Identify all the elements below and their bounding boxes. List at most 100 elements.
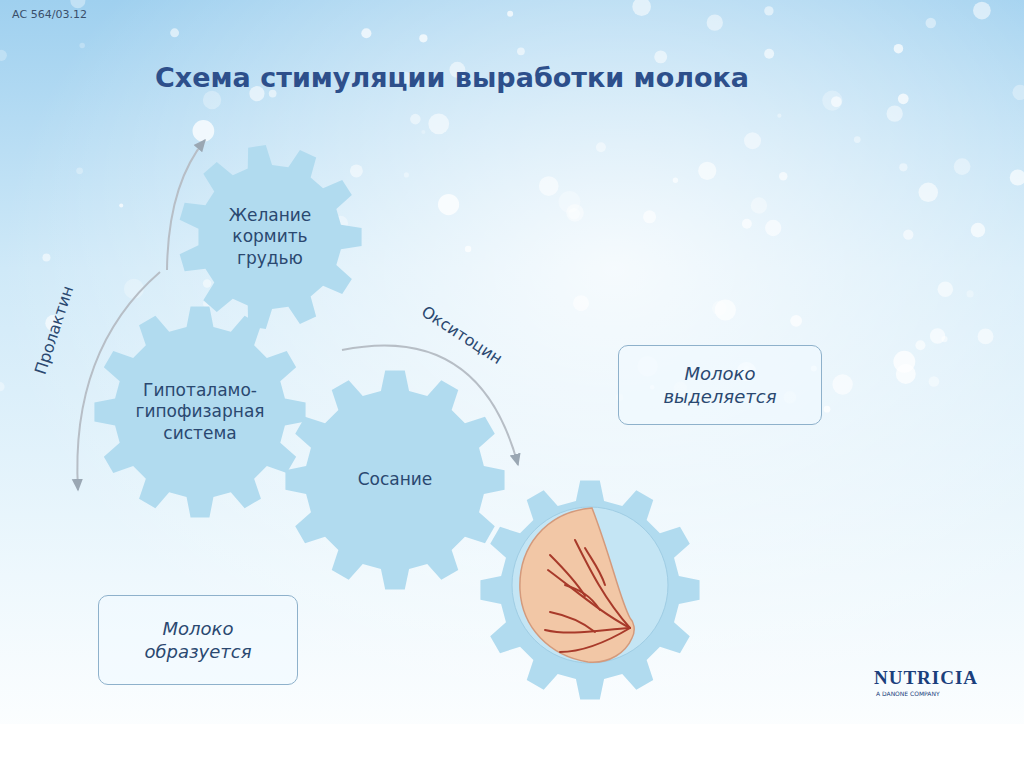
bokeh-dot [973,2,991,20]
bokeh-dot [438,194,459,215]
bokeh-dot [643,210,656,223]
breast-disc [512,507,668,663]
bokeh-dot [596,142,606,152]
bokeh-dot [978,328,994,344]
bokeh-dot [419,34,427,42]
bokeh-dot [898,93,909,104]
bokeh-dot [76,167,83,174]
node-text: Желание кормить грудью [204,205,336,269]
bokeh-dot [929,376,940,387]
bokeh-dot [517,47,525,55]
brand-logo: NUTRICIA [874,667,978,689]
bokeh-dot [886,105,902,121]
bokeh-dot [673,178,678,183]
gear-outline [480,480,699,699]
bokeh-dot [70,0,85,8]
bokeh-dot [899,163,907,171]
bokeh-dot [170,28,179,37]
bottom-band [0,724,1024,768]
bokeh-dot [1012,85,1024,100]
bokeh-dot [698,162,716,180]
bokeh-dot [925,18,936,29]
bokeh-dot [777,114,781,118]
bokeh-dot [894,44,904,54]
bokeh-dot [751,197,767,213]
bokeh-dot [410,114,421,125]
node-text: Гипоталамо- гипофизарная система [115,380,285,444]
bokeh-dot [465,246,471,252]
breast-gear [480,480,699,699]
gear-outline [180,145,362,329]
bokeh-dot [824,406,831,413]
milk-duct [550,555,585,596]
bokeh-dot [632,0,651,16]
milk-duct [585,548,605,585]
milk-duct [545,628,630,633]
bokeh-dot [350,164,363,177]
bokeh-dot [0,382,5,391]
bokeh-dot [119,203,123,207]
breast-shape [520,508,634,662]
bokeh-dot [712,301,727,316]
node-text: Молоко выделяется [632,362,808,409]
milk-duct [565,585,600,610]
document-code: АС 564/03.12 [12,8,87,21]
bokeh-dot [203,91,221,109]
bokeh-dot [742,219,752,229]
milk-duct [575,540,630,628]
bokeh-dot [559,191,581,213]
bokeh-dot [654,50,667,63]
bokeh-dot [421,130,425,134]
gear-outline [285,370,504,589]
bokeh-dot [930,328,945,343]
bokeh-dot [203,279,211,287]
gear-outline [94,306,305,517]
bokeh-dot [361,28,371,38]
bokeh-dot [193,120,215,142]
bokeh-dot [779,172,787,180]
bokeh-dot [954,158,971,175]
bokeh-dot [507,11,513,17]
bokeh-dot [764,49,774,59]
bokeh-dot [404,172,409,177]
brand-tagline: A DANONE COMPANY [876,690,940,697]
bokeh-dot [42,254,50,262]
node-text: Сосание [358,469,433,490]
gear-node: Сосание [283,368,507,592]
milk-duct [548,570,630,628]
bokeh-dot [903,230,913,240]
bokeh-dot [790,315,802,327]
bokeh-dot [915,340,925,350]
bokeh-dot [854,136,861,143]
bokeh-dot [707,14,723,30]
hormone-label: Окситоцин [418,302,506,368]
bokeh-dot [822,90,842,110]
bokeh-dot [971,223,986,238]
hormone-label: Пролактин [31,283,77,376]
node-text: Молоко образуется [112,617,284,664]
result-box: Молоко выделяется [618,345,822,425]
bokeh-dot [938,281,954,297]
gear-node: Желание кормить грудью [176,143,364,331]
gear-node: Гипоталамо- гипофизарная система [92,304,308,520]
milk-duct [550,612,595,632]
bokeh-dot [832,374,852,394]
bokeh-dot [573,295,589,311]
bokeh-dot [539,176,559,196]
bokeh-dot [918,183,938,203]
bokeh-dot [428,113,449,134]
bokeh-dot [966,290,973,297]
bokeh-dot [893,351,915,373]
result-box: Молоко образуется [98,595,298,685]
bokeh-dot [79,43,85,49]
bokeh-dot [1010,169,1024,185]
bokeh-dot [765,220,781,236]
title: Схема стимуляции выработки молока [155,62,749,93]
bokeh-dot [744,132,761,149]
bokeh-dot [0,50,7,61]
bokeh-dot [764,6,773,15]
bokeh-dot [124,279,144,299]
